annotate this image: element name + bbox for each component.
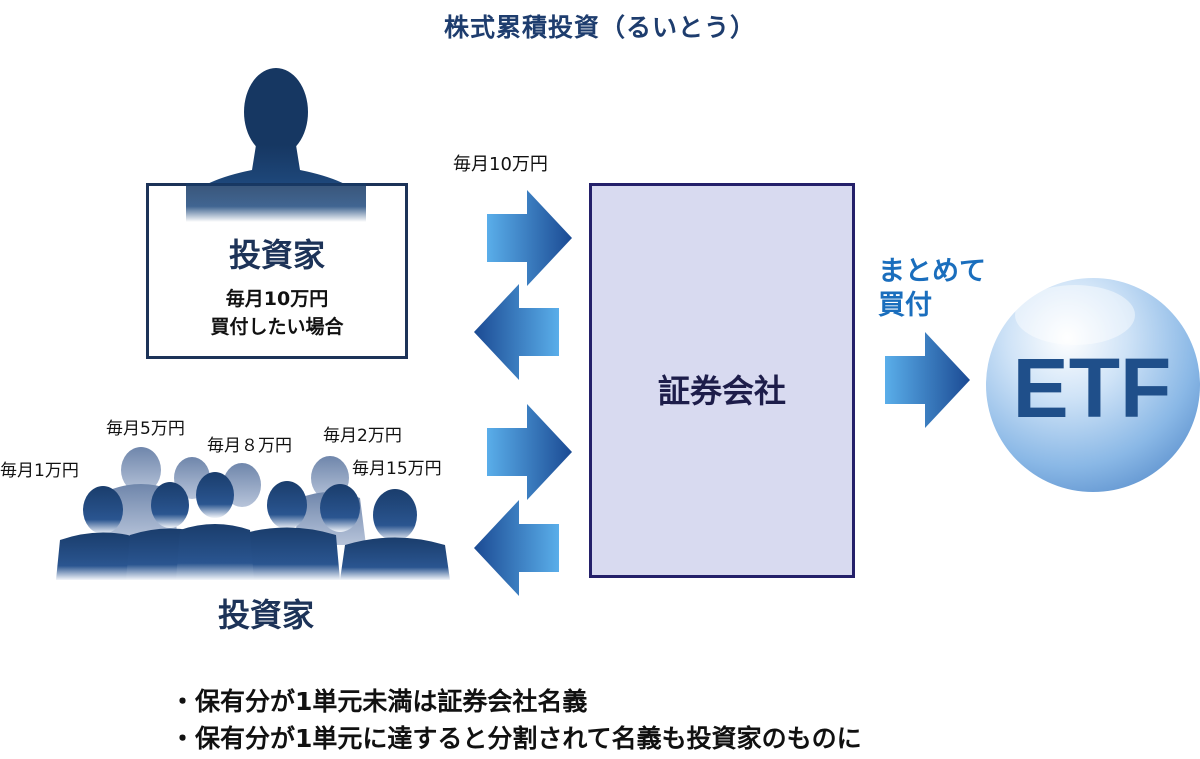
amount-label-3: 毎月８万円 <box>207 431 292 456</box>
amount-label-4: 毎月2万円 <box>323 421 402 446</box>
amount-label-1: 毎月1万円 <box>0 456 79 481</box>
amount-label-5: 毎月15万円 <box>352 454 442 479</box>
investor-group-label: 投資家 <box>146 590 386 636</box>
note-1: ・保有分が1単元未満は証券会社名義 <box>170 683 862 720</box>
note-2: ・保有分が1単元に達すると分割されて名義も投資家のものに <box>170 720 862 757</box>
notes: ・保有分が1単元未満は証券会社名義 ・保有分が1単元に達すると分割されて名義も投… <box>170 683 862 757</box>
amount-label-2: 毎月5万円 <box>106 414 185 439</box>
